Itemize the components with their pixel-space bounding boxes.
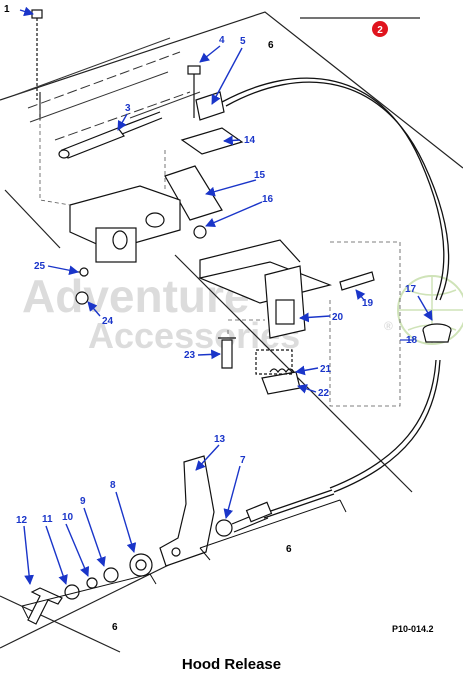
callout-10: 10 (62, 512, 74, 523)
callout-20: 20 (332, 312, 344, 323)
callout-23: 23 (184, 350, 196, 361)
latch-lever-icon (261, 371, 301, 395)
callout-24: 24 (102, 316, 114, 327)
latch-assembly (198, 239, 375, 395)
badge: 2 (372, 21, 388, 37)
latch-pin-icon (61, 127, 125, 159)
bolt-4-icon (187, 65, 201, 75)
callout-21: 21 (320, 364, 332, 375)
washer-25-icon (79, 267, 89, 277)
cable-upper (221, 77, 445, 301)
mount-bracket-13-icon (159, 455, 215, 567)
dimension-lines (21, 499, 347, 619)
spring-19-icon (339, 271, 375, 291)
watermark-line2: Accessories (88, 315, 300, 356)
callout-8: 8 (110, 480, 116, 491)
callout-9: 9 (80, 496, 86, 507)
leader-lines (19, 6, 433, 585)
callout-6-bottom: 6 (112, 622, 118, 633)
panel-outline (0, 11, 463, 653)
callout-15: 15 (254, 170, 266, 181)
callout-12: 12 (16, 515, 28, 526)
callout-13: 13 (214, 434, 226, 445)
callout-5: 5 (240, 36, 246, 47)
callout-11: 11 (42, 514, 53, 525)
callout-7: 7 (240, 455, 246, 466)
callout-19: 19 (362, 298, 374, 309)
washer-10-icon (86, 577, 98, 589)
lower-parts (27, 455, 273, 625)
watermark-symbol: ® (384, 319, 393, 333)
callout-4: 4 (219, 35, 225, 46)
hood-panel (14, 37, 201, 141)
nut-7-icon (215, 519, 233, 537)
t-handle-12-icon (27, 587, 63, 625)
reference-code: P10-014.2 (392, 624, 434, 634)
callout-22: 22 (318, 388, 330, 399)
callout-6-mid: 6 (286, 544, 292, 555)
callouts: 1 3 4 5 6 14 15 16 25 24 17 19 20 18 23 … (4, 4, 418, 633)
cable-lower (329, 359, 437, 489)
callout-25: 25 (34, 261, 46, 272)
bolt-23-icon (221, 339, 233, 369)
callout-17: 17 (405, 284, 417, 295)
badge-number: 2 (377, 25, 383, 36)
grommet-17 (422, 323, 452, 343)
callout-14: 14 (244, 135, 256, 146)
cable (221, 77, 450, 519)
callout-18: 18 (406, 335, 418, 346)
callout-1: 1 (4, 4, 10, 15)
spring-21-icon (269, 368, 295, 374)
callout-16: 16 (262, 194, 274, 205)
nut-24-icon (75, 291, 89, 305)
nut-9-icon (103, 567, 119, 583)
bolt-head-icon (31, 9, 43, 19)
callout-3: 3 (125, 103, 131, 114)
callout-6-top: 6 (268, 40, 274, 51)
diagram-title: Hood Release (181, 656, 282, 673)
cable-clip-icon (195, 91, 225, 121)
group-outlines (39, 110, 401, 407)
nut-16-icon (193, 225, 207, 239)
bracket-plate-icon (180, 127, 244, 155)
